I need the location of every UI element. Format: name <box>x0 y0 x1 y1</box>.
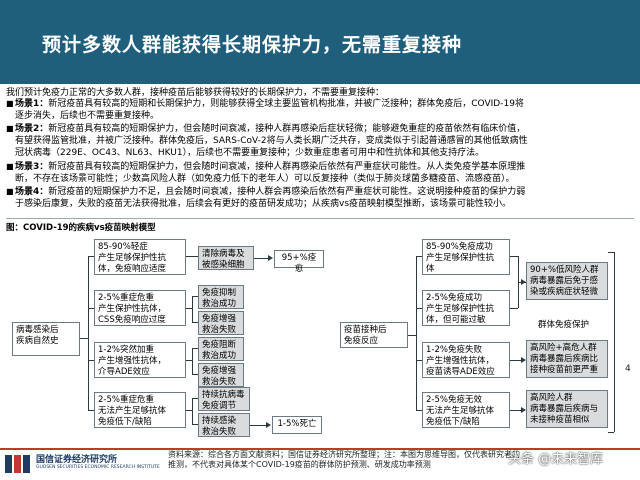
connector <box>416 308 422 309</box>
connector <box>88 256 94 257</box>
scenario-3: ■场景3：新冠疫苗具有较高的短期保护力，但会随时间衰减，接种人群再感染后依然有严… <box>6 161 634 185</box>
arrow-icon <box>268 255 273 261</box>
connector <box>186 256 198 257</box>
connector <box>510 410 522 411</box>
page-number: 4 <box>625 364 631 374</box>
connector <box>192 424 198 425</box>
connector <box>416 256 422 257</box>
disease-outcome-immunodeficient: 2-5%重症危重 无法产生足够抗体 免疫低下/缺陷 <box>94 392 186 428</box>
scenario-4: ■场景4：新冠疫苗的短期保护力不足，且会随时间衰减，接种人群会再感染后依然有严重… <box>6 186 634 210</box>
connector <box>250 425 266 426</box>
footer-rule <box>0 448 640 450</box>
connector <box>192 398 198 399</box>
connector <box>510 308 518 309</box>
vaccine-outcome-allergy: 2-5%免疫成功 产生足够保护性抗 体，但可能过敏 <box>422 290 510 326</box>
vaccine-outcome-ineffective: 2-5%免疫无效 无法产生足够抗体 免疫低下/缺陷 <box>422 392 510 428</box>
bullet-icon: ■ <box>6 187 14 196</box>
result-suppress-success: 免疫抑制 救治成功 <box>198 285 244 309</box>
scenario-text: 新冠疫苗的短期保护力不足，且会随时间衰减，接种人群会再感染后依然有严重症状可能性… <box>48 187 526 197</box>
company-logo-icon <box>5 455 30 473</box>
scenario-text: 新冠疫苗具有较高的短期保护力，但会随时间衰减，接种人群再感染后症状轻微；能够避免… <box>48 124 526 134</box>
arrow-icon <box>521 407 526 413</box>
connector <box>416 360 422 361</box>
connector <box>192 374 198 375</box>
scenario-text: 新冠疫苗具有较高的短期保护力，但会随时间衰减，接种人群再感染后依然有严重症状可能… <box>48 162 526 172</box>
connector <box>192 348 193 374</box>
connector <box>88 410 94 411</box>
scenario-head: 场景2： <box>15 124 49 134</box>
vaccine-outcome-ade: 1-2%免疫失败 产生增强性抗体， 疫苗诱导ADE效应 <box>422 342 510 378</box>
disease-outcome-severe: 2-5%重症危重 产生保护性抗体， CSS免疫响应过度 <box>94 290 186 326</box>
source-line: 推测，不代表对具体某个COVID-19疫苗的群体防护预测、研发成功率预测 <box>168 460 431 469</box>
connector <box>608 252 614 253</box>
scenario-1: ■场景1：新冠疫苗具有较高的短期和长期保护力，则能够获得全球主要监管机构批准，并… <box>6 98 634 122</box>
bullet-icon: ■ <box>6 162 14 171</box>
scenario-head: 场景4： <box>15 187 49 197</box>
connector <box>192 398 193 424</box>
connector <box>192 296 198 297</box>
source-line: 资料来源：综合各方面文献资料；国信证券经济研究所整理；注：本图为思维导图，仅代表… <box>168 450 520 459</box>
connector <box>192 348 198 349</box>
connector <box>614 252 615 432</box>
herd-immunity-label: 群体免疫保护 <box>538 320 590 330</box>
intro-text: 我们预计免疫力正常的大多数人群，接种疫苗后能够获得较好的长期保护力，不需要重复接… <box>6 88 385 98</box>
disease-root-box: 病毒感染后 疾病自然史 <box>12 322 80 356</box>
page-title: 预计多数人群能获得长期保护力，无需重复接种 <box>42 34 463 56</box>
connector <box>192 296 193 322</box>
connector <box>88 256 89 410</box>
connector <box>192 322 198 323</box>
arrow-icon <box>521 357 526 363</box>
disease-outcome-mild: 85-90%轻症 产生足够保护性抗 体，免疫响应适度 <box>94 239 186 275</box>
title-bar: 预计多数人群能获得长期保护力，无需重复接种 <box>0 0 640 84</box>
vaccine-result-low-risk: 90+%低风险人群 病毒暴露后免于感 染或疾病症状轻微 <box>526 262 608 300</box>
result-enhance-fail: 免疫增强 救治失败 <box>198 311 244 335</box>
vaccine-root-box: 疫苗接种后 免疫反应 <box>340 322 408 348</box>
figure-title: 图：COVID-19的疾病vs疫苗映射模型 <box>6 218 634 233</box>
org-subtitle: GUOSEN SECURITIES ECONOMIC RESEARCH INST… <box>36 465 160 470</box>
connector <box>88 308 94 309</box>
connector <box>510 360 522 361</box>
result-antiviral: 持续抗病毒 免疫调节 <box>198 387 250 411</box>
scenario-text: 于感染后康复，失败的疫苗无法获得批准，后续会有更好的疫苗研发成功；从疾病vs疫苗… <box>15 199 512 209</box>
org-name: 国信证券经济研究所 <box>36 455 118 465</box>
vaccine-result-similar: 高风险人群 病毒暴露后疾病与 未接种疫苗相似 <box>526 390 608 428</box>
connector <box>408 335 416 336</box>
connector <box>80 338 88 339</box>
result-persistent-fail: 持续感染 救治失败 <box>198 413 250 437</box>
vaccine-outcome-success: 85-90%免疫成功 产生足够保护性抗 体 <box>422 239 510 275</box>
scenario-text: 新冠疫苗具有较高的短期和长期保护力，则能够获得全球主要监管机构批准，并被广泛接种… <box>48 99 524 109</box>
result-enhance-fail-2: 免疫增强 救治失败 <box>198 363 244 387</box>
scenario-text: 逐步消失，后续也不需要重复接种。 <box>15 111 160 121</box>
watermark: 头条 @未来智库 <box>508 452 604 467</box>
connector <box>608 432 614 433</box>
result-block-success: 免疫阻断 救治成功 <box>198 337 244 361</box>
connector <box>416 410 422 411</box>
disease-outcome-sudden: 1-2%突然加重 产生增强性抗体， 介导ADE效应 <box>94 342 186 378</box>
bullet-icon: ■ <box>6 99 14 108</box>
scenario-text: 断，不存在该场景可能性；少数高风险人群（如免疫力低下的老年人）可以反复接种（类似… <box>15 174 515 184</box>
scenario-2: ■场景2：新冠疫苗具有较高的短期保护力，但会随时间衰减，接种人群再感染后症状轻微… <box>6 123 634 159</box>
connector <box>254 258 268 259</box>
bullet-icon: ■ <box>6 124 14 133</box>
scenario-text: 冠状病毒（229E、OC43、NL63、HKU1），后续也不需要重复接种；少数重… <box>15 148 485 158</box>
death-box: 1-5%死亡 <box>272 416 322 434</box>
connector <box>88 360 94 361</box>
connector <box>186 360 192 361</box>
arrow-icon <box>521 279 526 285</box>
arrow-icon <box>266 422 271 428</box>
cure-box: 95+%痊愈 <box>274 250 324 274</box>
connector <box>186 410 192 411</box>
connector <box>510 256 518 257</box>
scenario-head: 场景3： <box>15 162 49 172</box>
scenario-text: 有望获得监管批准，并被广泛接种。群体免疫后，SARS-CoV-2将与人类长期广泛… <box>15 136 528 146</box>
result-clear-virus: 清除病毒及 被感染细胞 <box>198 246 254 270</box>
connector <box>186 308 192 309</box>
connector <box>416 256 417 410</box>
vaccine-result-high-risk: 高风险+高危人群 病毒暴露后疾病比 接种疫苗前更严重 <box>526 340 608 378</box>
source-note: 资料来源：综合各方面文献资料；国信证券经济研究所整理；注：本图为思维导图，仅代表… <box>168 450 520 470</box>
scenario-head: 场景1： <box>15 99 49 109</box>
